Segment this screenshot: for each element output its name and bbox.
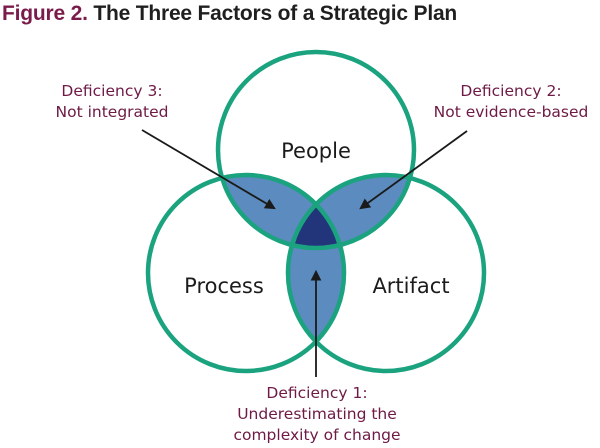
label-artifact: Artifact <box>372 274 449 298</box>
deficiency-2-line2: Not evidence-based <box>434 103 589 121</box>
circle-artifact <box>285 172 487 374</box>
circle-people <box>215 49 417 251</box>
overlap-people-process <box>218 175 344 248</box>
deficiency-3-line1: Deficiency 3: <box>61 82 162 100</box>
deficiency-3-line2: Not integrated <box>56 103 169 121</box>
overlap-people-artifact <box>288 175 414 248</box>
overlap-people-process-fill <box>218 175 344 248</box>
figure-title: Figure 2. The Three Factors of a Strateg… <box>2 2 457 26</box>
figure-title-text: The Three Factors of a Strategic Plan <box>93 2 458 25</box>
overlap-people-artifact-fill <box>288 175 414 248</box>
label-people: People <box>281 139 351 163</box>
figure-number: Figure 2. <box>2 2 88 25</box>
arrow-deficiency-2 <box>359 130 468 210</box>
deficiency-1-line3: complexity of change <box>233 426 400 444</box>
circle-process <box>145 172 347 374</box>
deficiency-2-line1: Deficiency 2: <box>460 82 561 100</box>
deficiency-1-line2: Underestimating the <box>237 405 397 423</box>
deficiency-1-line1: Deficiency 1: <box>266 384 367 402</box>
arrow-deficiency-3 <box>141 129 276 210</box>
label-process: Process <box>184 274 264 298</box>
